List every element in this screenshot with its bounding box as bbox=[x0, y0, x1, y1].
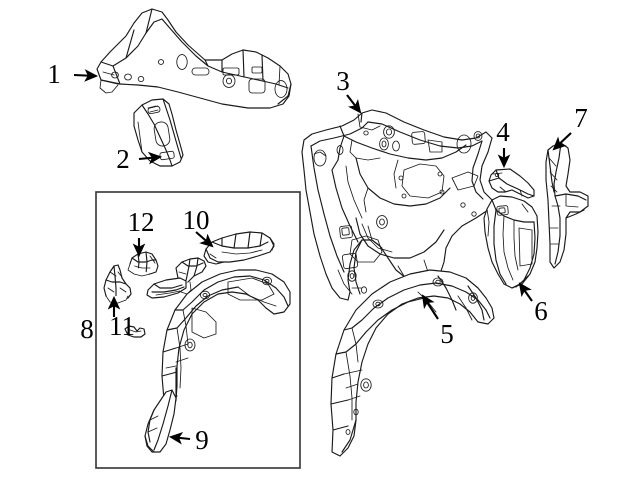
callout-number-9: 9 bbox=[195, 425, 209, 455]
callout-number-1: 1 bbox=[47, 59, 61, 89]
leader-2 bbox=[138, 151, 163, 165]
part-10-upper-reinforcement-plate bbox=[203, 231, 275, 265]
group-8-loose-small-parts bbox=[124, 257, 207, 338]
leader-10 bbox=[195, 231, 214, 248]
leader-5 bbox=[421, 294, 439, 320]
part-3-quarter-inner-panel bbox=[301, 109, 493, 301]
callout-number-7: 7 bbox=[574, 103, 588, 133]
part-1-front-body-rail bbox=[96, 8, 292, 109]
leader-1 bbox=[73, 69, 99, 82]
callout-number-4: 4 bbox=[496, 117, 510, 147]
callout-number-12: 12 bbox=[128, 207, 155, 237]
sub-assembly-group-box bbox=[95, 191, 301, 469]
callout-number-10: 10 bbox=[183, 205, 210, 235]
leader-9 bbox=[168, 431, 191, 445]
part-2-hinge-pillar-bracket bbox=[133, 98, 184, 167]
callout-number-11: 11 bbox=[109, 311, 135, 341]
part-7-rear-corner-gusset bbox=[545, 142, 589, 269]
callout-number-5: 5 bbox=[440, 319, 454, 349]
callout-number-8: 8 bbox=[80, 314, 94, 344]
part-12-small-bracket-upper bbox=[127, 251, 159, 277]
part-5-wheelhouse-outer-arch bbox=[330, 269, 495, 457]
leader-7 bbox=[552, 132, 572, 151]
callout-number-3: 3 bbox=[336, 66, 350, 96]
part-9-lower-extension-strip bbox=[144, 389, 177, 453]
leader-6 bbox=[518, 282, 533, 302]
part-11-small-bracket-left bbox=[103, 264, 132, 304]
part-6-rear-closing-panel bbox=[483, 195, 539, 289]
leader-3 bbox=[346, 94, 362, 114]
callout-number-2: 2 bbox=[116, 144, 130, 174]
part-4-small-mounting-bracket bbox=[488, 168, 535, 199]
callout-leaders bbox=[73, 69, 572, 445]
callout-number-6: 6 bbox=[534, 296, 548, 326]
